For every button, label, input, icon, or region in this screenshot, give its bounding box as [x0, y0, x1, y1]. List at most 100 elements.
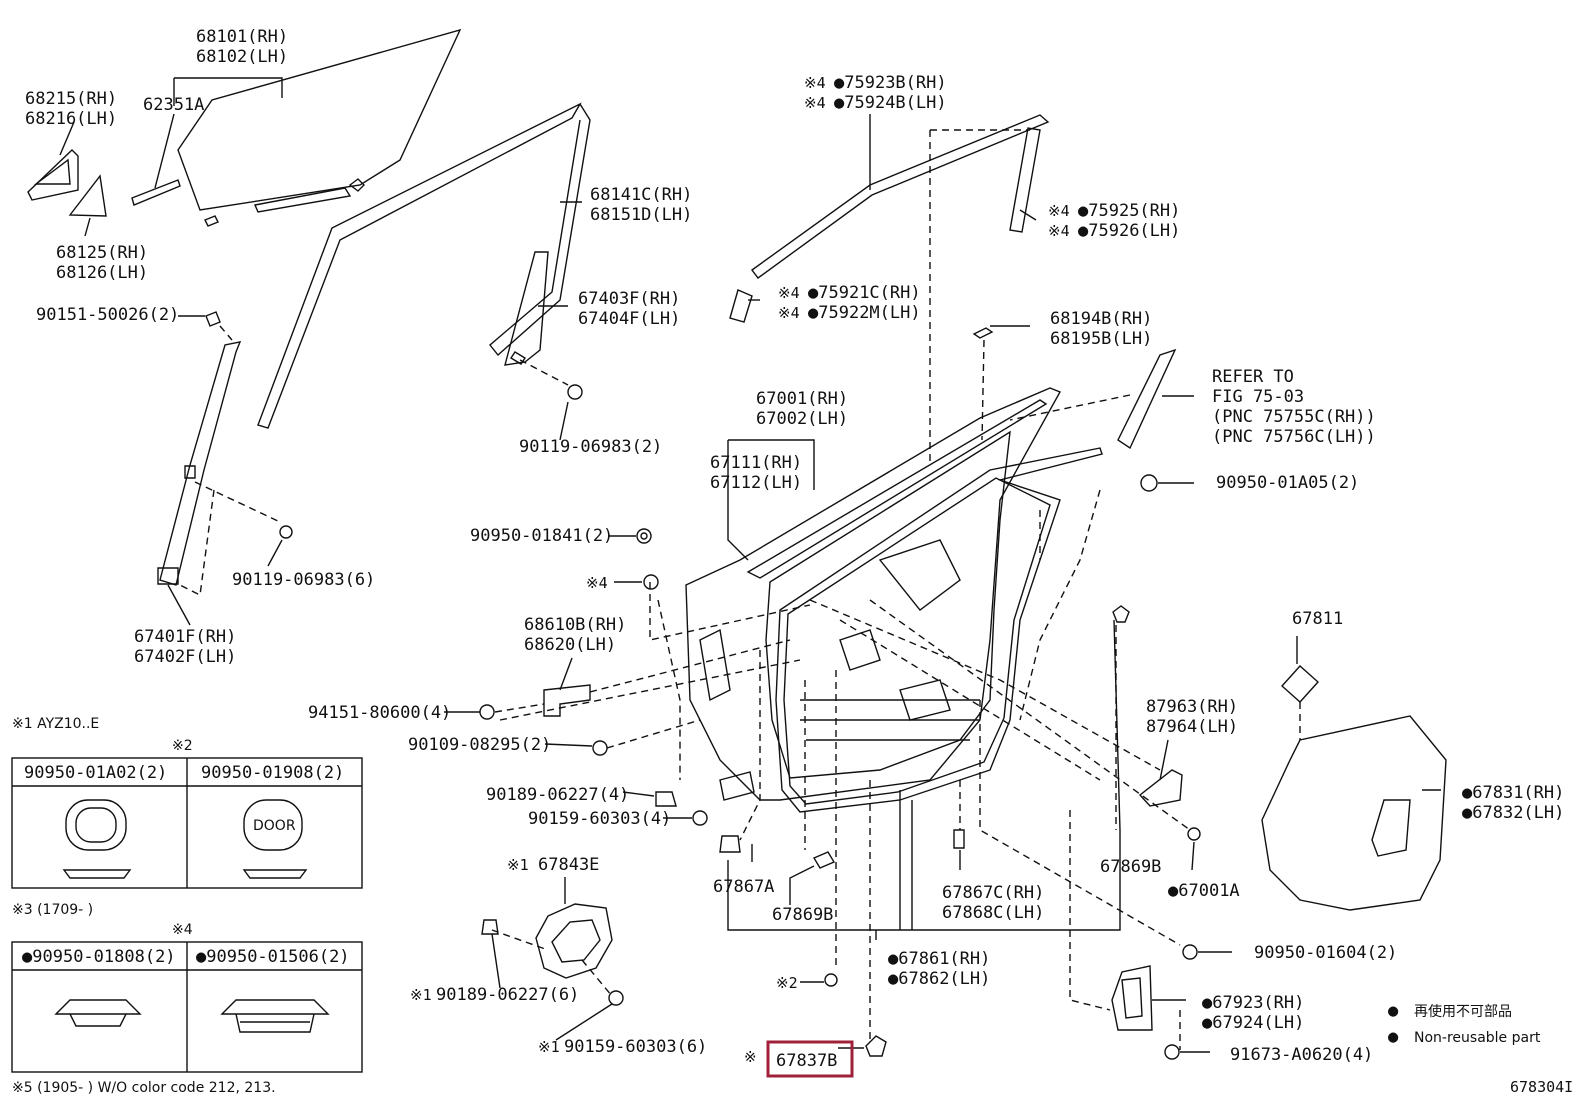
speaker-housing-drawing	[535, 903, 613, 979]
label-67867a: 67867A	[713, 877, 774, 897]
label-90119-2: 90119-06983(2)	[519, 437, 662, 457]
part-labels: 68101(RH) 68102(LH) 62351A 68215(RH) 682…	[25, 27, 1573, 1096]
door-plug-text: DOOR	[253, 818, 296, 834]
leader-lines	[59, 77, 1441, 1053]
door-plug-drawing: DOOR	[242, 799, 308, 879]
table-1-cell-2: 90950-01908(2)	[201, 763, 344, 783]
legend-bullet-2: ●	[1388, 1027, 1399, 1047]
notes-block: ※1 AYZ10..E ※2 90950-01A02(2) 90950-0190…	[11, 716, 363, 1096]
label-67831: ●67831(RH)	[1462, 783, 1564, 803]
label-75921c: ●75921C(RH)	[808, 283, 921, 303]
label-75925: ●75925(RH)	[1078, 201, 1180, 221]
hole-plug-drawing-2	[220, 999, 330, 1033]
pillar-garnish-drawing	[1009, 127, 1041, 233]
belt-moulding-upper-drawing	[751, 114, 1050, 279]
ref-mark-75922: ※4	[778, 304, 800, 322]
label-68610b: 68610B(RH)	[524, 615, 626, 635]
grommet-drawing-1	[62, 799, 132, 879]
pad-drawing-67811	[1281, 665, 1319, 703]
note-5: ※5 (1905- ) W/O color code 212, 213.	[12, 1080, 276, 1096]
label-67867c: 67867C(RH)	[942, 883, 1044, 903]
label-90950-01a05: 90950-01A05(2)	[1216, 473, 1359, 493]
note-4: ※4	[172, 922, 193, 938]
label-94151: 94151-80600(4)	[308, 703, 451, 723]
table-1-cell-1: 90950-01A02(2)	[24, 763, 167, 783]
fasteners-drawing	[479, 474, 1201, 1060]
label-67402f: 67402F(LH)	[134, 647, 236, 667]
refer-line-2: FIG 75-03	[1212, 387, 1304, 407]
door-panel-drawing	[685, 387, 1061, 801]
label-68216: 68216(LH)	[25, 109, 117, 129]
label-75924b: ●75924B(LH)	[834, 93, 947, 113]
label-67868c: 67868C(LH)	[942, 903, 1044, 923]
door-check-drawing	[543, 684, 591, 717]
label-68101: 68101(RH)	[196, 27, 288, 47]
label-68126: 68126(LH)	[56, 263, 148, 283]
label-67861: ●67861(RH)	[888, 949, 990, 969]
label-90189-6: 90189-06227(6)	[436, 985, 579, 1005]
service-cover-drawing	[1261, 715, 1447, 911]
legend-text-en: Non-reusable part	[1414, 1030, 1541, 1046]
bracket-drawing-87963	[1138, 769, 1183, 807]
label-91673: 91673-A0620(4)	[1230, 1045, 1373, 1065]
table-2-cell-1: ●90950-01808(2)	[22, 947, 176, 967]
label-90119-6: 90119-06983(6)	[232, 570, 375, 590]
ref-mark-75925: ※4	[1048, 202, 1070, 220]
label-68151d: 68151D(LH)	[590, 205, 692, 225]
ref-mark-90189-6: ※1	[410, 986, 432, 1004]
label-62351a: 62351A	[143, 95, 204, 115]
moulding-clip-drawing	[729, 289, 753, 323]
label-90189-4: 90189-06227(4)	[486, 785, 629, 805]
label-67869b-right: 67869B	[1100, 857, 1161, 877]
legend-text-jp: 再使用不可部品	[1414, 1003, 1512, 1020]
label-67923: ●67923(RH)	[1202, 993, 1304, 1013]
label-87963: 87963(RH)	[1146, 697, 1238, 717]
screw-drawing	[481, 919, 624, 1006]
lock-cover-drawing	[1111, 965, 1153, 1031]
refer-garnish-drawing	[1117, 348, 1177, 450]
label-90950-01841: 90950-01841(2)	[470, 526, 613, 546]
label-67111: 67111(RH)	[710, 453, 802, 473]
label-68194b: 68194B(RH)	[1050, 309, 1152, 329]
door-glass-drawing	[177, 28, 462, 227]
glass-run-channel-drawing	[257, 102, 591, 429]
ref-mark-75921: ※4	[778, 284, 800, 302]
label-67837b: 67837B	[776, 1051, 837, 1071]
quarter-glass-drawing	[68, 174, 107, 217]
bolt-drawing	[205, 311, 583, 539]
ref-mark-67843: ※1	[507, 856, 529, 874]
refer-line-1: REFER TO	[1212, 367, 1294, 387]
label-67862: ●67862(LH)	[888, 969, 990, 989]
label-67832: ●67832(LH)	[1462, 803, 1564, 823]
label-68141c: 68141C(RH)	[590, 185, 692, 205]
label-67843e: 67843E	[538, 855, 599, 875]
legend-bullet-1: ●	[1388, 1001, 1399, 1021]
refer-line-3: (PNC 75755C(RH))	[1212, 407, 1376, 427]
legend: ● 再使用不可部品 ● Non-reusable part	[1388, 1001, 1541, 1047]
label-90151: 90151-50026(2)	[36, 305, 179, 325]
table-2-cell-2: ●90950-01506(2)	[196, 947, 350, 967]
ref-mark-67837: ※	[744, 1048, 757, 1066]
ref-mark-75923: ※4	[804, 74, 826, 92]
highlight-box-67837b	[766, 1040, 854, 1078]
label-90159-4: 90159-60303(4)	[528, 809, 671, 829]
label-90109: 90109-08295(2)	[408, 735, 551, 755]
label-75926: ●75926(LH)	[1078, 221, 1180, 241]
label-67404f: 67404F(LH)	[578, 309, 680, 329]
note-3: ※3 (1709- )	[12, 902, 93, 918]
label-75923b: ●75923B(RH)	[834, 73, 947, 93]
clip-drawing-67837	[865, 1035, 887, 1057]
label-68102: 68102(LH)	[196, 47, 288, 67]
front-sash-drawing	[157, 341, 242, 586]
ref-mark-4-washer: ※4	[586, 574, 608, 592]
label-67403f: 67403F(RH)	[578, 289, 680, 309]
rear-sash-drawing	[504, 251, 549, 366]
label-67401f: 67401F(RH)	[134, 627, 236, 647]
label-75922m: ●75922M(LH)	[808, 303, 921, 323]
label-67001a: ●67001A	[1168, 881, 1240, 901]
note-1: ※1 AYZ10..E	[12, 716, 99, 732]
label-67112: 67112(LH)	[710, 473, 802, 493]
hole-plug-drawing-1	[54, 999, 142, 1027]
glass-run-piece-drawing	[131, 179, 181, 206]
